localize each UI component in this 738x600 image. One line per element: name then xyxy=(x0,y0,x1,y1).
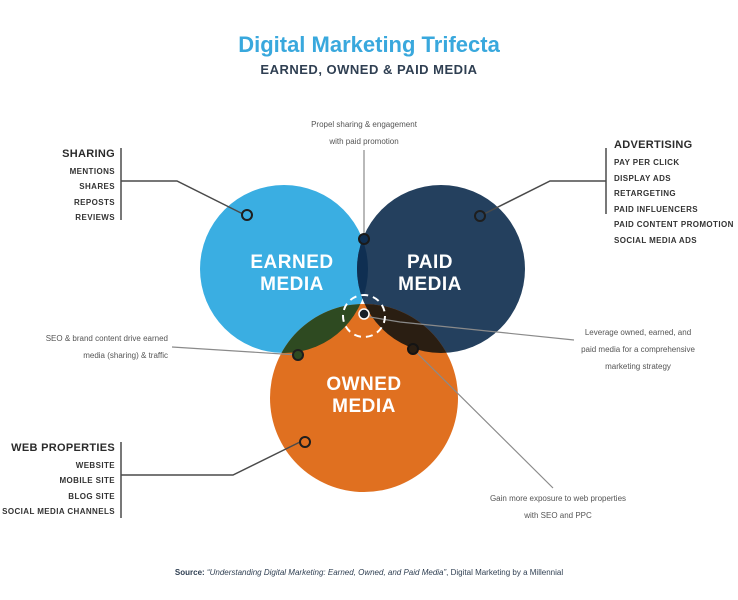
advertising-item-social-ads: SOCIAL MEDIA ADS xyxy=(614,236,697,245)
paid-owned-marker xyxy=(407,343,419,355)
owned-label-line2: MEDIA xyxy=(332,396,396,417)
earned-paid-marker xyxy=(358,233,370,245)
paid-media-label: PAID MEDIA xyxy=(370,252,490,296)
earned-owned-marker xyxy=(292,349,304,361)
advertising-title: ADVERTISING xyxy=(614,139,693,151)
page-subtitle: EARNED, OWNED & PAID MEDIA xyxy=(260,62,478,77)
earned-media-circle xyxy=(200,185,368,353)
earned-owned-note: SEO & brand content drive earned media (… xyxy=(46,330,168,364)
earned-owned-pointer xyxy=(171,346,299,356)
center-dashed-ring xyxy=(342,294,386,338)
source-title: “Understanding Digital Marketing: Earned… xyxy=(206,568,447,577)
sharing-item-reposts: REPOSTS xyxy=(73,198,115,207)
advertising-item-display: DISPLAY ADS xyxy=(614,174,672,183)
center-pointer xyxy=(363,315,575,341)
advertising-item-ppc: PAY PER CLICK xyxy=(614,158,680,167)
earned-label-line2: MEDIA xyxy=(260,274,324,295)
page-title: Digital Marketing Trifecta xyxy=(238,32,500,57)
advertising-item-content-promotion: PAID CONTENT PROMOTION xyxy=(614,220,734,229)
paid-owned-note: Gain more exposure to web properties wit… xyxy=(468,490,648,524)
earned-paid-note-line2: with paid promotion xyxy=(329,137,399,146)
web-item-website: WEBSITE xyxy=(75,461,115,470)
web-item-social-channels: SOCIAL MEDIA CHANNELS xyxy=(2,507,115,516)
earned-label-line1: EARNED xyxy=(250,252,334,273)
earned-owned-note-line2: media (sharing) & traffic xyxy=(83,351,168,360)
web-item-blog-site: BLOG SITE xyxy=(68,492,115,501)
advertising-connector xyxy=(479,180,606,217)
owned-label-line1: OWNED xyxy=(326,374,402,395)
web-properties-connector xyxy=(121,441,301,476)
paid-owned-note-line2: with SEO and PPC xyxy=(524,511,592,520)
paid-label-line1: PAID xyxy=(407,252,453,273)
advertising-marker xyxy=(474,210,486,222)
web-properties-marker xyxy=(299,436,311,448)
earned-paid-note-line1: Propel sharing & engagement xyxy=(311,120,417,129)
web-item-mobile-site: MOBILE SITE xyxy=(59,476,115,485)
sharing-connector xyxy=(121,180,244,215)
sharing-marker xyxy=(241,209,253,221)
sharing-item-shares: SHARES xyxy=(79,182,115,191)
advertising-item-retargeting: RETARGETING xyxy=(614,189,677,198)
earned-paid-note: Propel sharing & engagement with paid pr… xyxy=(264,116,464,150)
sharing-title: SHARING xyxy=(62,148,115,160)
paid-owned-pointer xyxy=(413,349,554,489)
earned-owned-note-line1: SEO & brand content drive earned xyxy=(45,334,168,343)
source-label: Source: xyxy=(174,568,205,577)
web-properties-title: WEB PROPERTIES xyxy=(11,442,115,454)
owned-media-label: OWNED MEDIA xyxy=(304,374,424,418)
source-suffix: , Digital Marketing by a Millennial xyxy=(446,568,564,577)
sharing-item-mentions: MENTIONS xyxy=(69,167,115,176)
center-note-line1: Leverage owned, earned, and xyxy=(584,328,692,337)
earned-media-label: EARNED MEDIA xyxy=(232,252,352,296)
paid-label-line2: MEDIA xyxy=(398,274,462,295)
center-marker xyxy=(358,308,370,320)
center-note-line2: paid media for a comprehensive xyxy=(581,345,695,354)
paid-owned-note-line1: Gain more exposure to web properties xyxy=(489,494,627,503)
sharing-item-reviews: REVIEWS xyxy=(75,213,115,222)
source-citation: Source: “Understanding Digital Marketing… xyxy=(0,568,738,577)
advertising-item-influencers: PAID INFLUENCERS xyxy=(614,205,699,214)
center-note: Leverage owned, earned, and paid media f… xyxy=(558,324,718,375)
center-note-line3: marketing strategy xyxy=(605,362,671,371)
